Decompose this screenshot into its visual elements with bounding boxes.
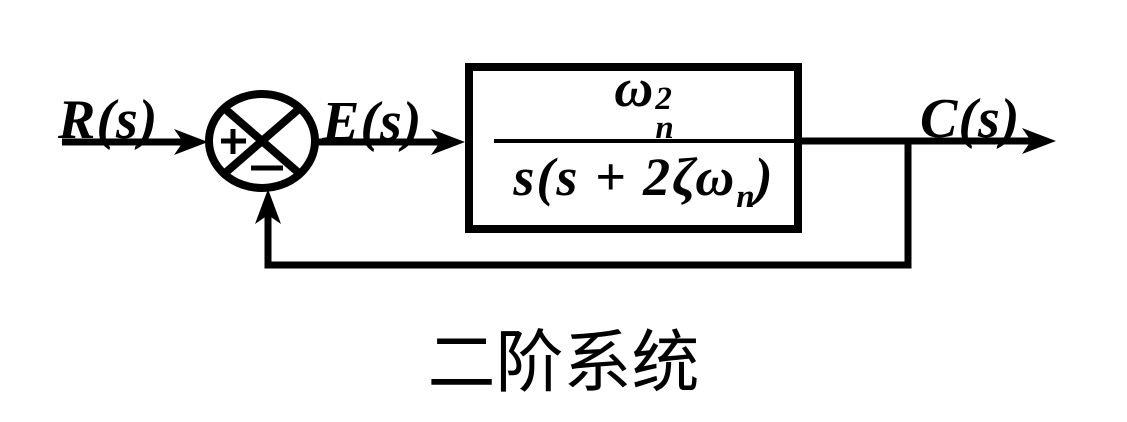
caption: 二阶系统	[427, 324, 700, 403]
tf-numerator-subscript: n	[655, 109, 674, 146]
output-signal-label: C(s)	[920, 88, 1021, 150]
junction-cross-diagonal-2	[221, 104, 303, 178]
tf-numerator-superscript: 2	[655, 80, 672, 117]
input-signal-label: R(s)	[58, 89, 159, 151]
fraction-bar	[494, 139, 794, 143]
transfer-function-block	[465, 63, 802, 233]
feedback-arrowhead	[255, 189, 281, 224]
input-arrowhead	[174, 129, 208, 155]
feedback-line	[264, 141, 912, 269]
tf-denominator: s(s + 2ζωn)	[494, 143, 794, 217]
error-signal-label: E(s)	[322, 91, 423, 153]
error-arrowhead	[431, 129, 465, 155]
tf-denominator-subscript: n	[736, 179, 755, 215]
output-arrowhead	[1022, 128, 1056, 154]
tf-numerator-omega: ω	[614, 57, 654, 118]
tf-denominator-close-paren: )	[754, 147, 775, 207]
tf-denominator-text: s(s + 2ζω	[513, 147, 737, 207]
